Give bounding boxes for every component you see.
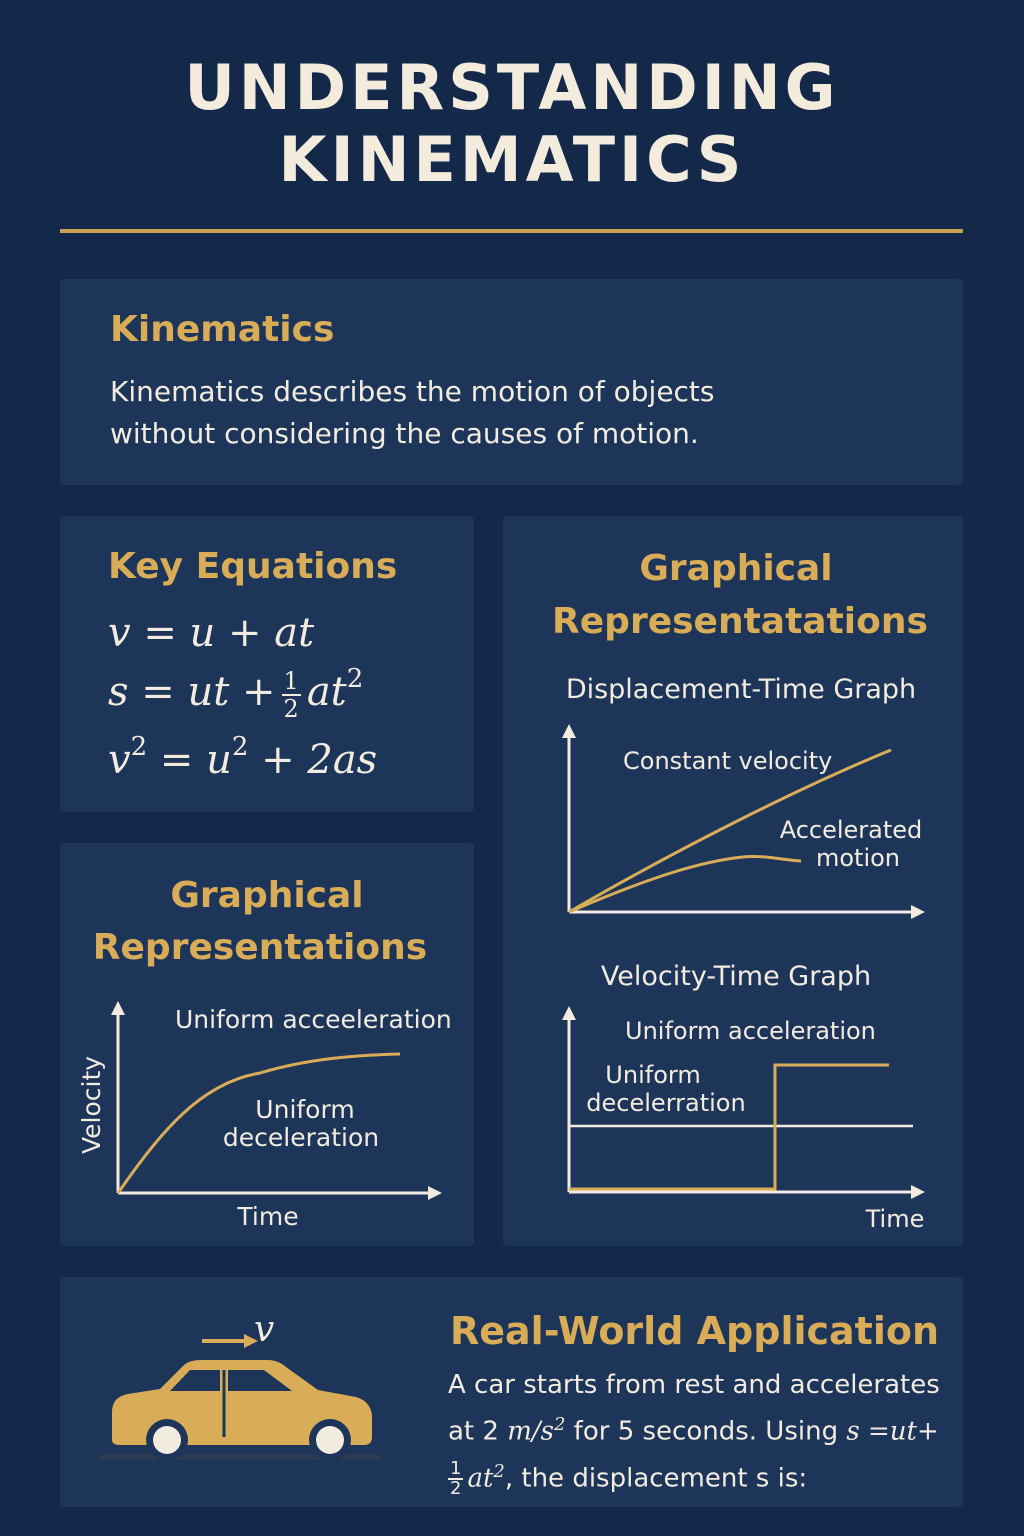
disp-x-axis-arrow-icon	[911, 905, 925, 919]
application-fraction-numerator: 1	[448, 1457, 464, 1480]
constant-velocity-line	[568, 748, 892, 914]
x-axis-arrow-icon	[428, 1186, 442, 1200]
application-heading: Real-World Application	[450, 1309, 940, 1353]
application-unit-exponent: 2	[553, 1414, 566, 1435]
y-axis-arrow-icon	[111, 1001, 125, 1015]
ground-line	[100, 1454, 380, 1460]
fraction-numerator: 1	[281, 667, 301, 696]
graphical-representations-card-right: Graphical Representatations Displacement…	[503, 516, 963, 1246]
uniform-acceleration-label: Uniform acceeleration	[175, 1005, 452, 1034]
application-unit: m/s	[507, 1416, 554, 1447]
application-text: A car starts from rest and accelerates a…	[448, 1365, 940, 1498]
vel-y-axis-arrow-icon	[562, 1006, 576, 1020]
equation-3-a: v	[108, 737, 131, 783]
key-equations-heading: Key Equations	[108, 546, 398, 587]
application-equation-end: at	[467, 1463, 494, 1494]
equation-2-right: at	[306, 669, 347, 715]
car-wheel-front-icon	[153, 1426, 181, 1454]
kinematics-description: Kinematics describes the motion of objec…	[110, 371, 715, 455]
vel-uniform-acceleration-label: Uniform acceleration	[625, 1017, 876, 1045]
vel-deceleration-label-line-1: Uniform	[605, 1061, 700, 1089]
equation-3: v2 = u2 + 2as	[108, 732, 377, 783]
x-axis-label: Time	[236, 1202, 298, 1231]
velocity-arrow-icon	[244, 1334, 258, 1348]
application-line-1: A car starts from rest and accelerates	[448, 1370, 940, 1400]
car-wheel-rear-icon	[316, 1426, 344, 1454]
vel-deceleration-label-line-2: decelerration	[586, 1089, 745, 1117]
graphical-representations-card-left: Graphical Representations Uniform acceel…	[60, 843, 474, 1246]
page-title: UNDERSTANDING KINEMATICS	[0, 52, 1024, 196]
application-line-2-a: at 2	[448, 1416, 508, 1447]
accelerated-motion-curve	[568, 855, 802, 914]
car-window-rear	[228, 1370, 292, 1391]
kinematics-line-2: without considering the causes of motion…	[110, 417, 699, 450]
title-divider	[60, 229, 963, 233]
equation-3-b-exponent: 2	[231, 732, 249, 762]
accelerated-motion-label-line-2: motion	[816, 844, 900, 872]
application-equation-start: s =ut+	[846, 1416, 939, 1447]
left-graph-heading-line-1: Graphical	[170, 875, 363, 916]
equation-3-b: = u	[147, 737, 232, 783]
equation-2-left: s = ut +	[108, 669, 276, 715]
right-graph-heading-line-1: Graphical	[639, 548, 832, 589]
application-equation-exponent: 2	[493, 1460, 505, 1482]
vel-x-axis-label: Time	[865, 1205, 925, 1233]
real-world-application-card: v Real-World Application A car starts fr…	[60, 1277, 963, 1507]
title-line-1: UNDERSTANDING	[184, 51, 840, 124]
car-illustration: v	[100, 1309, 380, 1461]
kinematics-line-1: Kinematics describes the motion of objec…	[110, 375, 715, 408]
kinematics-card: Kinematics Kinematics describes the moti…	[60, 279, 963, 485]
application-line-2-b: for 5 seconds. Using	[565, 1416, 847, 1447]
right-graph-heading-line-2: Representatations	[552, 601, 928, 642]
acceleration-curve	[116, 1052, 401, 1194]
step-velocity-line	[569, 1063, 889, 1191]
equation-2-exponent: 2	[346, 664, 364, 694]
accelerated-motion-label-line-1: Accelerated	[780, 816, 923, 844]
velocity-time-title: Velocity-Time Graph	[601, 961, 871, 992]
title-line-2: KINEMATICS	[278, 123, 746, 196]
disp-y-axis-arrow-icon	[562, 724, 576, 738]
constant-velocity-label: Constant velocity	[623, 747, 832, 775]
left-graph-heading-line-2: Representations	[93, 927, 427, 968]
equation-3-a-exponent: 2	[130, 732, 148, 762]
uniform-deceleration-label-line-1: Uniform	[255, 1095, 354, 1124]
application-fraction-denominator: 2	[450, 1477, 462, 1499]
graphs-right: Graphical Representatations Displacement…	[552, 548, 928, 1233]
vel-x-axis-arrow-icon	[911, 1185, 925, 1199]
application-line-2: at 2 m/s2 for 5 seconds. Using s =ut+	[448, 1405, 940, 1452]
car-window-front	[170, 1370, 220, 1391]
application-line-3-b: , the displacement s is:	[504, 1463, 808, 1494]
fraction-denominator: 2	[283, 695, 299, 723]
equation-3-c: + 2as	[248, 737, 378, 783]
uniform-deceleration-label-line-2: deceleration	[223, 1123, 379, 1152]
kinematics-heading: Kinematics	[110, 309, 335, 350]
y-axis-label: Velocity	[77, 1056, 106, 1154]
velocity-symbol: v	[254, 1309, 274, 1350]
equation-1: v = u + at	[108, 610, 315, 656]
velocity-time-diagram-left: Graphical Representations Uniform acceel…	[77, 875, 452, 1231]
displacement-time-title: Displacement-Time Graph	[566, 674, 916, 705]
